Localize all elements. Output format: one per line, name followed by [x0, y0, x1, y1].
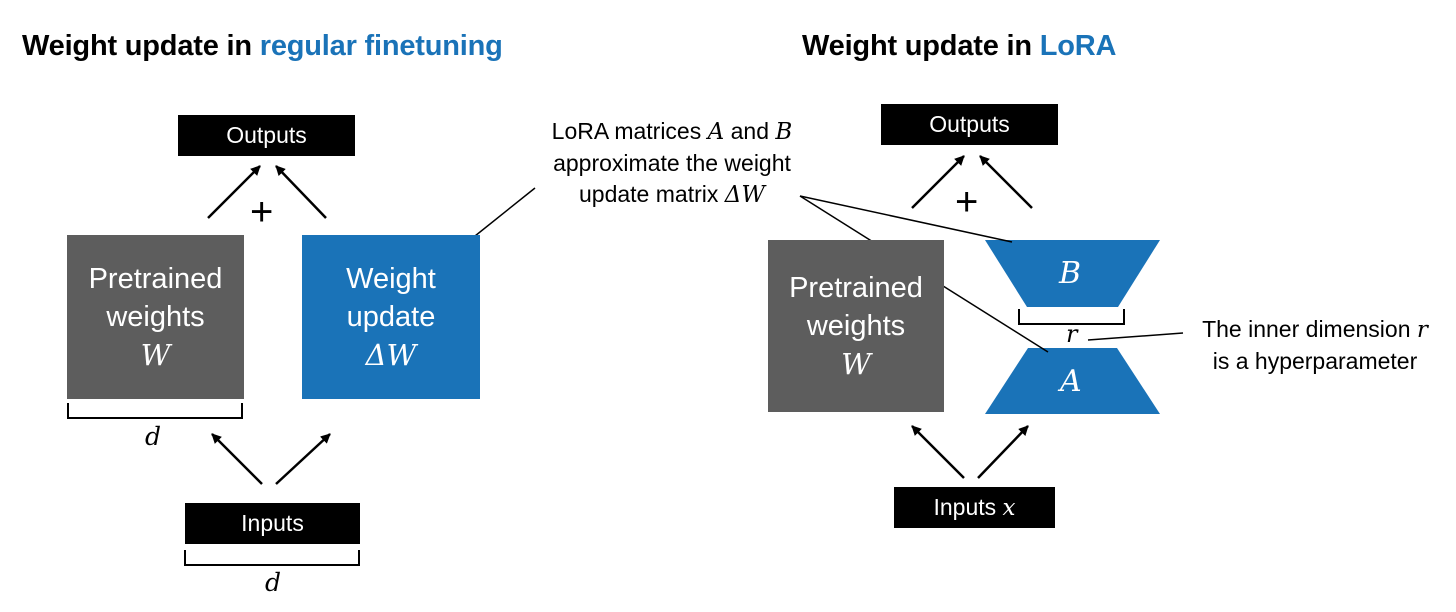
left-pretrained-dimension-label: d — [145, 422, 162, 451]
left-update-line2: update — [346, 301, 436, 333]
left-update-symbol: ΔW — [365, 338, 417, 372]
left-pretrained-line2: weights — [106, 301, 205, 333]
left-inputs-box: Inputs — [185, 503, 360, 544]
left-update-line1: Weight — [346, 263, 436, 295]
ann-lora-line1-pre: LoRA matrices — [551, 118, 708, 144]
left-panel-title: Weight update in regular finetuning — [22, 30, 503, 63]
annotation-leader-to-r — [1087, 332, 1184, 341]
lora-matrix-b-label: B — [1059, 256, 1082, 291]
left-outputs-label: Outputs — [226, 122, 307, 148]
left-inputs-label: Inputs — [241, 510, 304, 536]
left-pretrained-bracket — [67, 403, 243, 419]
lora-matrix-a-label: A — [1060, 364, 1082, 399]
right-plus-sign: + — [955, 180, 979, 224]
right-outputs-box: Outputs — [881, 104, 1058, 145]
right-arrow-lora-to-outputs — [979, 155, 1033, 209]
right-title-prefix: Weight update in — [802, 30, 1040, 62]
left-arrow-update-to-outputs — [275, 165, 327, 219]
lora-rank-label: r — [1066, 320, 1078, 348]
left-inputs-dimension-label: d — [265, 568, 282, 597]
lora-matrix-b — [985, 240, 1160, 307]
lora-matrix-a — [985, 348, 1160, 414]
left-inputs-bracket — [184, 550, 360, 566]
ann-lora-sym-b: B — [775, 119, 793, 145]
ann-lora-line1-mid: and — [724, 118, 776, 144]
right-pretrained-weights-box: Pretrained weights W — [768, 240, 944, 412]
right-inputs-label: Inputs — [933, 494, 997, 520]
right-pretrained-line1: Pretrained — [789, 272, 923, 304]
right-arrow-pretrained-to-outputs — [911, 155, 965, 209]
inner-dimension-annotation: The inner dimension r is a hyperparamete… — [1190, 314, 1440, 377]
ann-lora-sym-dw: ΔW — [724, 182, 765, 208]
left-arrow-inputs-to-update — [275, 433, 331, 485]
ann-lora-line2: approximate the weight — [553, 150, 791, 176]
right-arrow-inputs-to-pretrained — [911, 425, 965, 479]
ann-lora-sym-a: A — [707, 119, 725, 145]
left-title-accent: regular finetuning — [259, 30, 503, 62]
right-outputs-label: Outputs — [929, 111, 1010, 137]
right-inputs-symbol: x — [1002, 494, 1016, 521]
left-weight-update-box: Weight update ΔW — [302, 235, 480, 399]
left-title-prefix: Weight update in — [22, 30, 260, 62]
lora-matrices-annotation: LoRA matrices A and B approximate the we… — [522, 116, 822, 211]
left-outputs-box: Outputs — [178, 115, 355, 156]
left-plus-sign: + — [250, 190, 274, 234]
lora-rank-bracket — [1018, 309, 1125, 325]
left-arrow-inputs-to-pretrained — [211, 433, 263, 485]
right-arrow-inputs-to-a — [977, 425, 1029, 479]
ann-inner-line1-pre: The inner dimension — [1202, 316, 1417, 342]
left-arrow-pretrained-to-outputs — [207, 165, 261, 219]
right-panel-title: Weight update in LoRA — [802, 30, 1116, 63]
right-pretrained-line2: weights — [806, 310, 906, 342]
right-pretrained-symbol: W — [841, 347, 871, 381]
left-pretrained-line1: Pretrained — [88, 263, 223, 295]
ann-inner-sym-r: r — [1416, 317, 1428, 343]
left-pretrained-symbol: W — [140, 338, 171, 372]
annotation-leader-to-b — [799, 195, 1013, 243]
ann-lora-line3-pre: update matrix — [579, 181, 725, 207]
right-inputs-box: Inputs x — [894, 487, 1055, 528]
ann-inner-line2: is a hyperparameter — [1212, 348, 1418, 374]
annotation-leader-to-weight-update — [469, 187, 536, 241]
left-pretrained-weights-box: Pretrained weights W — [67, 235, 244, 399]
right-title-accent: LoRA — [1039, 30, 1117, 62]
